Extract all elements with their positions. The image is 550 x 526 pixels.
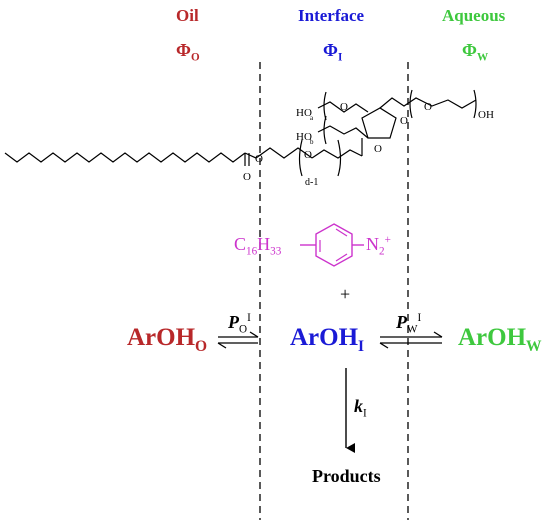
rate-constant: kI: [354, 396, 367, 420]
ring-o-label: O: [374, 143, 382, 155]
arOH-aqueous: ArOHW: [458, 324, 542, 356]
aqueous-title: Aqueous: [442, 6, 506, 25]
ho-a-label: HO: [296, 107, 312, 119]
peg-chain-lower: [311, 149, 363, 159]
oil-phi: Φ: [176, 40, 191, 60]
interface-title: Interface: [298, 6, 365, 25]
aqueous-phi: Φ: [462, 40, 477, 60]
probe-n-sub: 2: [379, 245, 385, 258]
arOH-interface-sub: I: [358, 338, 365, 355]
arOH-interface: ArOHI: [290, 324, 364, 356]
rate-k: k: [354, 396, 363, 416]
probe-h-sub: 33: [270, 245, 282, 258]
probe-c-sub: 16: [246, 245, 258, 258]
ho-arm-b: [317, 125, 369, 139]
upper-bracket-close: [473, 89, 477, 119]
peg-chain-upper: [379, 97, 477, 109]
alkyl-chain: [4, 152, 246, 163]
interface-phase-symbol: ΦI: [323, 40, 342, 64]
upper-bracket-open: [409, 89, 413, 119]
eq-aq-forward-head: [433, 331, 443, 338]
repeat-bracket-open: [298, 139, 303, 177]
aqueous-phi-sub: W: [476, 51, 489, 64]
arOH-oil: ArOHO: [127, 324, 207, 356]
eq-oil-back-head: [217, 342, 227, 349]
probe-benzene-ring: [315, 223, 353, 267]
po-sup: I: [247, 312, 251, 324]
probe-c: C: [234, 234, 247, 254]
sugar-ring: [361, 107, 397, 139]
arOH-oil-sub: O: [195, 338, 208, 355]
probe-n-sup: +: [384, 234, 391, 246]
ho-a-sub: a: [310, 114, 314, 122]
pw-sub: W: [407, 323, 418, 336]
eq-oil-forward-head: [249, 331, 259, 338]
ho-b-label: HO: [296, 131, 312, 143]
carbonyl-o-label: O: [243, 171, 251, 183]
probe-h: H: [257, 234, 271, 254]
probe-ring-double-2: [335, 228, 348, 237]
arOH-oil-text: ArOH: [127, 324, 196, 351]
po-sub: O: [239, 323, 248, 336]
repeat-label: d-1: [305, 177, 318, 188]
partition-pw: PWI: [396, 312, 421, 336]
arm-a-bracket: [323, 91, 327, 121]
arOH-interface-text: ArOH: [290, 324, 359, 351]
aqueous-phase-symbol: ΦW: [462, 40, 488, 64]
oil-title: Oil: [176, 6, 199, 25]
ester-o-label: O: [255, 153, 263, 165]
ho-b-sub: b: [310, 138, 314, 146]
probe-diazonium-label: N2+: [366, 234, 391, 258]
chain-o-label: O: [304, 149, 312, 161]
arm-b-bracket: [323, 115, 327, 145]
partition-po: POI: [228, 312, 251, 336]
pw-symbol: P: [396, 312, 407, 332]
ether-o-1-label: O: [340, 101, 348, 113]
ether-o-2-label: O: [424, 101, 432, 113]
arOH-aqueous-text: ArOH: [458, 324, 527, 351]
pw-sup: I: [417, 312, 422, 324]
repeat-bracket-close: [337, 139, 342, 177]
rate-sub: I: [363, 407, 367, 420]
oil-phase-symbol: ΦO: [176, 40, 200, 64]
po-symbol: P: [228, 312, 239, 332]
eq-aq-back-head: [379, 342, 389, 349]
interface-phi: Φ: [323, 40, 338, 60]
interface-phi-sub: I: [337, 51, 343, 64]
probe-n: N: [366, 234, 379, 254]
arOH-aqueous-sub: W: [526, 338, 542, 355]
plus-sign: +: [340, 284, 351, 304]
ring-side-o-label: O: [400, 115, 408, 127]
probe-ring-double-3: [335, 253, 348, 262]
terminal-oh-label: OH: [478, 109, 494, 121]
probe-alkyl-label: C16H33: [234, 234, 281, 258]
ho-arm-a: [317, 101, 369, 113]
products-label: Products: [312, 466, 381, 486]
oil-phi-sub: O: [190, 51, 200, 64]
